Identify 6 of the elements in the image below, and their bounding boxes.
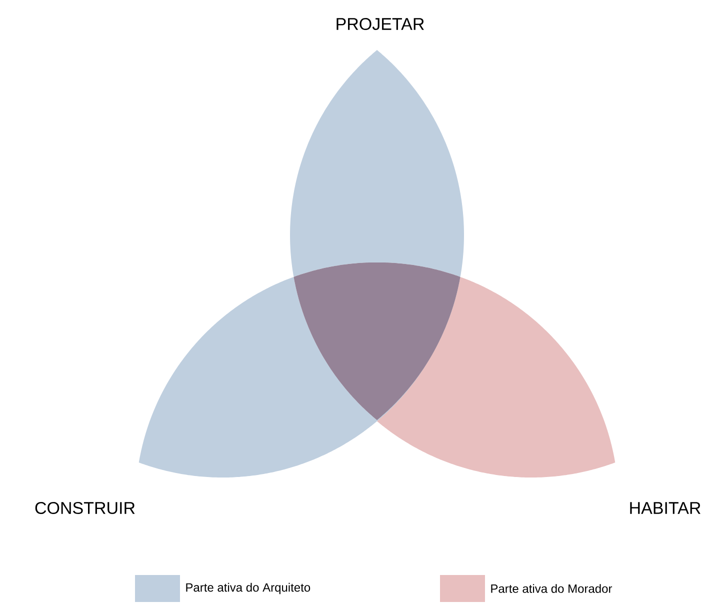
node-label: CONSTRUIR (35, 502, 135, 514)
node-label: PROJETAR (336, 18, 424, 30)
legend-label: Parte ativa do Arquiteto (186, 582, 310, 594)
legend-label: Parte ativa do Morador (491, 584, 612, 593)
node-label: HABITAR (630, 502, 700, 514)
petal: PROJETAR (290, 18, 464, 277)
